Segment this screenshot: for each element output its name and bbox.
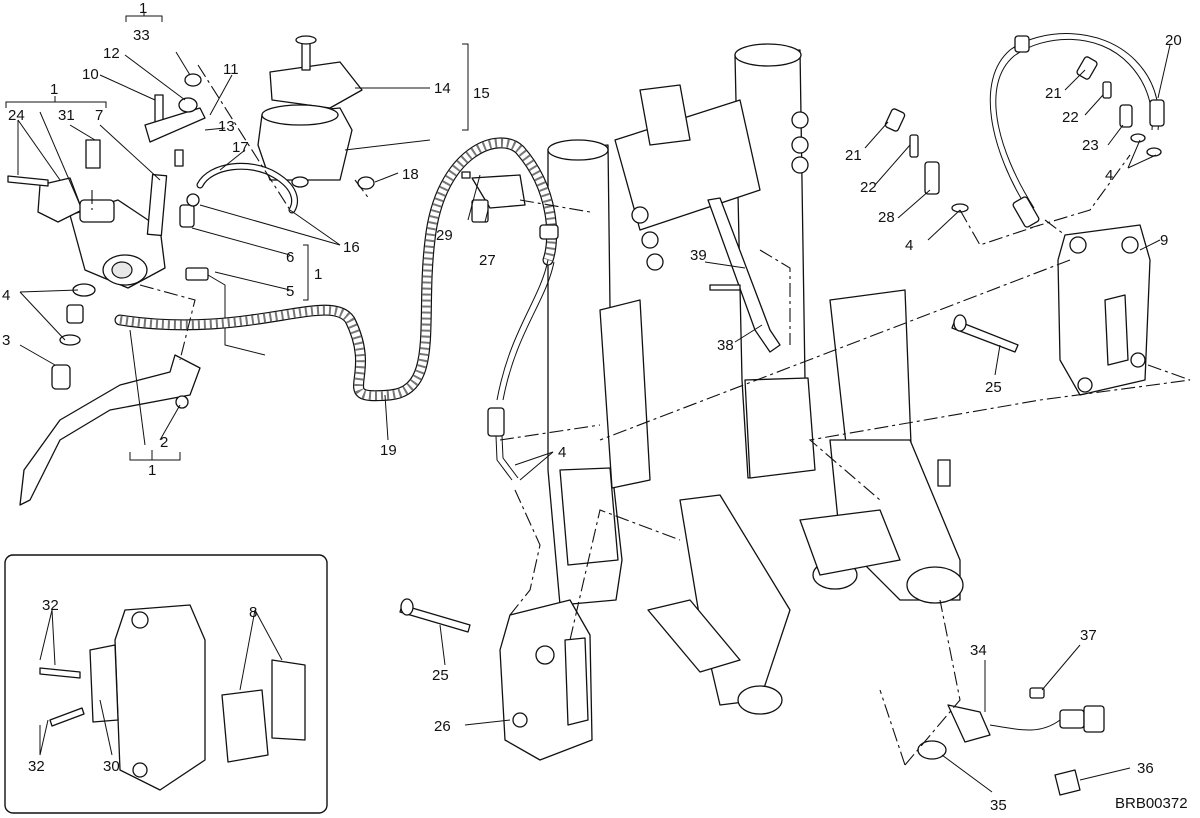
callout-30[interactable]: 30 [103,758,120,775]
callout-35[interactable]: 35 [990,797,1007,814]
callout-16[interactable]: 16 [343,239,360,256]
callout-5[interactable]: 5 [286,283,294,300]
callout-19[interactable]: 19 [380,442,397,459]
callout-11[interactable]: 11 [223,61,239,78]
callout-25-r[interactable]: 25 [985,379,1002,396]
callout-25-l[interactable]: 25 [432,667,449,684]
callout-21-b[interactable]: 21 [1045,85,1062,102]
callout-4-r1[interactable]: 4 [905,237,913,254]
callout-labels: 1 33 12 10 11 13 1 24 31 7 17 14 15 18 1… [2,0,1182,814]
callout-38[interactable]: 38 [717,337,734,354]
callout-8[interactable]: 8 [249,604,257,621]
callout-24[interactable]: 24 [8,107,25,124]
callout-22-a[interactable]: 22 [860,179,877,196]
callout-17[interactable]: 17 [232,139,249,156]
callout-18[interactable]: 18 [402,166,419,183]
callout-23[interactable]: 23 [1082,137,1099,154]
brake-caliper-right [951,224,1151,396]
brake-hose-19 [114,137,559,481]
speed-sensor-34 [707,197,1105,796]
callout-7[interactable]: 7 [95,107,103,124]
callout-37[interactable]: 37 [1080,627,1097,644]
callout-20[interactable]: 20 [1165,32,1182,49]
callout-28[interactable]: 28 [878,209,895,226]
brake-caliper-left [399,598,593,761]
leader-lines [5,12,1171,793]
callout-6[interactable]: 6 [286,249,294,266]
inset-panel [4,554,328,814]
callout-4-left[interactable]: 4 [2,287,10,304]
callout-14[interactable]: 14 [434,80,451,97]
callout-32-a[interactable]: 32 [42,597,59,614]
callout-29[interactable]: 29 [436,227,453,244]
front-fork-assembly [547,43,964,715]
callout-1-bottom[interactable]: 1 [148,462,156,479]
callout-1-left[interactable]: 1 [50,81,58,98]
callout-33[interactable]: 33 [133,27,150,44]
callout-21-a[interactable]: 21 [845,147,862,164]
callout-32-b[interactable]: 32 [28,758,45,775]
callout-4-mid[interactable]: 4 [558,444,566,461]
callout-31[interactable]: 31 [58,107,75,124]
callout-26[interactable]: 26 [434,718,451,735]
callout-39[interactable]: 39 [690,247,707,264]
callout-9[interactable]: 9 [1160,232,1168,249]
callout-1-right[interactable]: 1 [314,266,322,283]
callout-3[interactable]: 3 [2,332,10,349]
assembly-dash-lines [91,64,1191,766]
callout-1-top[interactable]: 1 [139,0,147,17]
callout-10[interactable]: 10 [82,66,99,83]
callout-4-r2[interactable]: 4 [1105,167,1113,184]
callout-2[interactable]: 2 [160,434,168,451]
brake-fluid-reservoir [186,35,375,214]
callout-22-b[interactable]: 22 [1062,109,1079,126]
callout-27[interactable]: 27 [479,252,496,269]
callout-15[interactable]: 15 [473,85,490,102]
drawing-code: BRB00372 [1115,795,1188,812]
callout-13[interactable]: 13 [218,118,235,135]
callout-12[interactable]: 12 [103,45,120,62]
master-cylinder-assembly [7,73,266,506]
brake-line-20 [884,33,1165,228]
callout-34[interactable]: 34 [970,642,987,659]
callout-36[interactable]: 36 [1137,760,1154,777]
